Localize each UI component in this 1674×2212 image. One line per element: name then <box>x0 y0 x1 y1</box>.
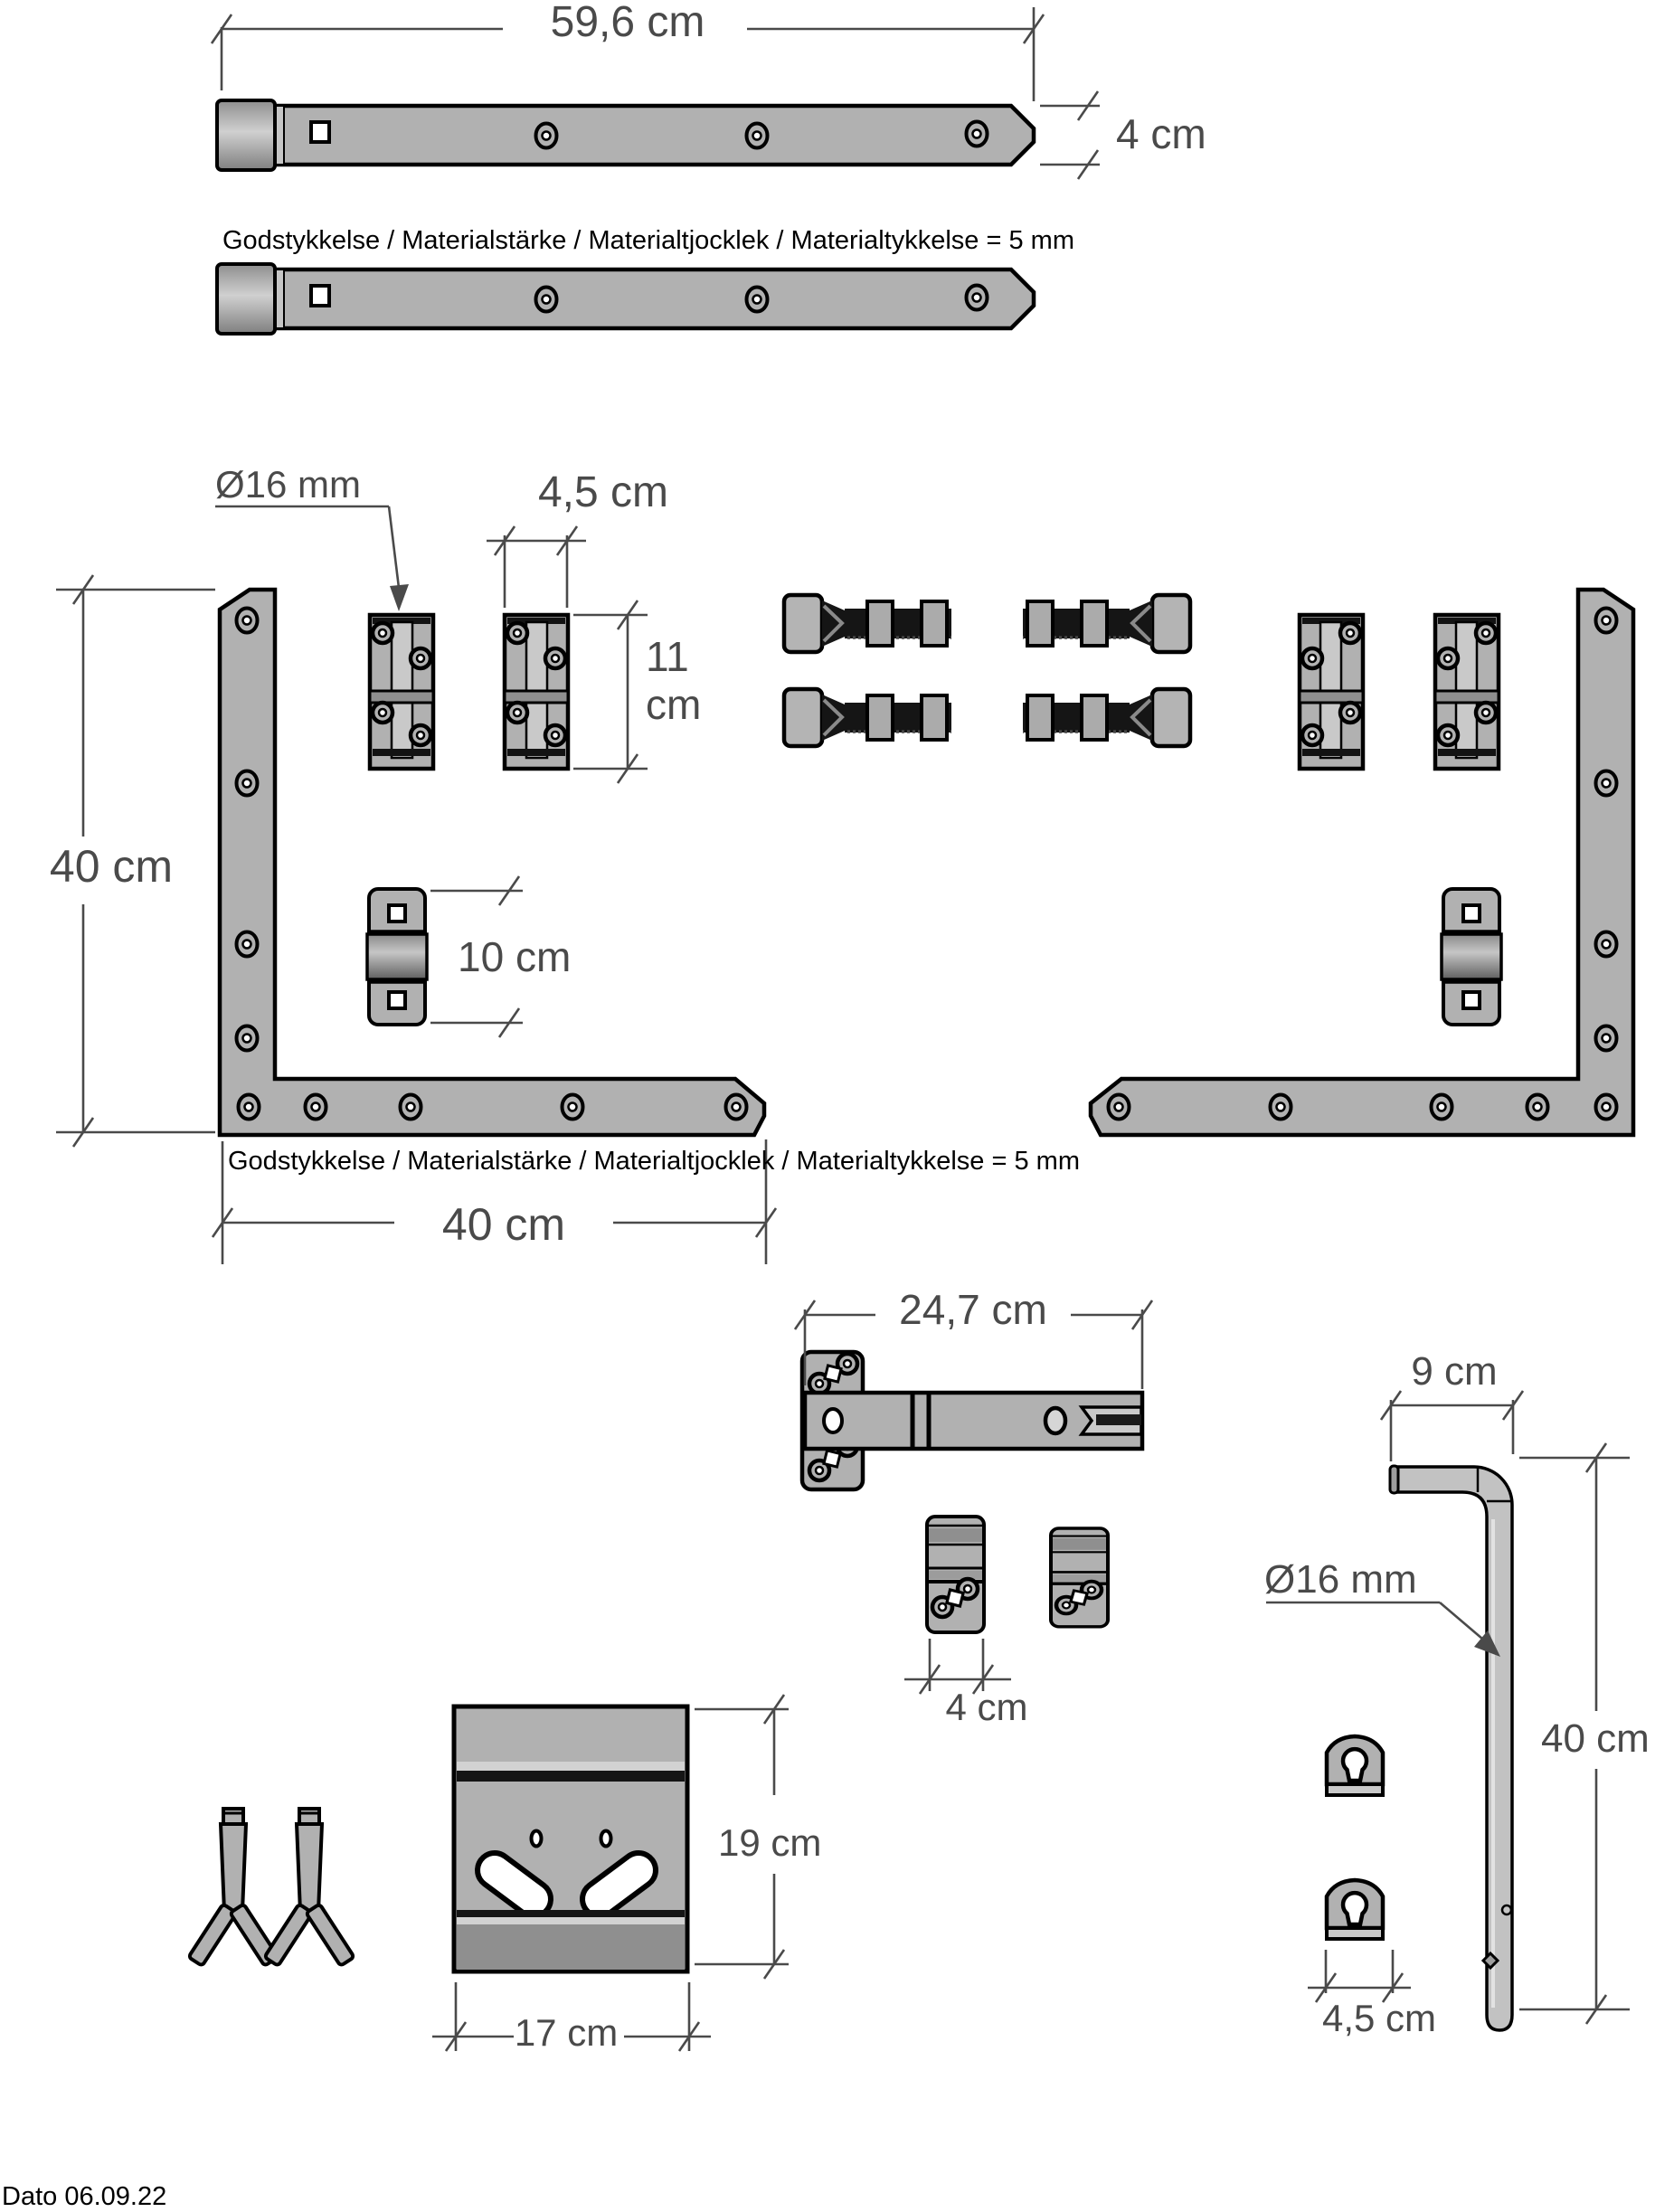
hinge-block-4 <box>1435 615 1499 769</box>
l-bracket-right <box>1088 587 1636 1138</box>
dim-clamp-length-label: 10 cm <box>458 933 572 980</box>
carriage-bolt-2 <box>784 689 951 746</box>
ground-anchor-2 <box>262 1807 356 1968</box>
clamp-plate-left <box>365 887 429 1026</box>
dim-strap-length-label: 59,6 cm <box>550 0 705 46</box>
dim-hinge-width-label: 4,5 cm <box>537 468 669 516</box>
latch-assembly <box>799 1349 1145 1492</box>
strike-plate <box>451 1704 690 1974</box>
dim-plate-width-label: 17 cm <box>514 2011 619 2054</box>
dim-strap-height-lines <box>1040 90 1100 181</box>
hinge-block-2 <box>505 615 568 769</box>
date-label: Dato 06.09.22 <box>2 2182 167 2211</box>
leader-pin-diameter-bottom <box>1266 1601 1500 1657</box>
material-note-2: Godstykkelse / Materialstärke / Material… <box>228 1147 1080 1176</box>
dim-staple-width-lines <box>1308 1950 1411 2004</box>
l-bracket-left <box>217 587 767 1138</box>
dim-hinge-height-label: 11 cm <box>646 633 702 728</box>
leader-pin-diameter-top <box>215 505 409 611</box>
dim-hinge-height-lines <box>573 599 648 785</box>
dim-strap-height-label: 4 cm <box>1116 110 1206 157</box>
hinge-block-1 <box>370 615 433 769</box>
staple-plate-1 <box>1327 1736 1383 1795</box>
dim-pin-length-label: 40 cm <box>1541 1716 1650 1761</box>
dim-keeper-width-lines <box>904 1639 1011 1696</box>
dim-bracket-vertical-lines <box>56 573 215 1149</box>
dim-pin-length-lines <box>1519 1442 1630 2026</box>
dim-bracket-horizontal-label: 40 cm <box>441 1199 566 1250</box>
dim-keeper-width-label: 4 cm <box>945 1686 1028 1728</box>
dim-staple-width-label: 4,5 cm <box>1321 1997 1437 2039</box>
latch-keeper-1 <box>927 1517 984 1632</box>
drop-pin-rod <box>1388 1464 1514 2032</box>
dim-plate-width-lines <box>432 1982 711 2053</box>
pin-diameter-bottom-label: Ø16 mm <box>1264 1557 1417 1602</box>
clamp-plate-right <box>1440 887 1503 1026</box>
dim-bracket-horizontal-lines <box>211 1139 778 1264</box>
carriage-bolt-4 <box>1023 689 1190 746</box>
staple-plate-2 <box>1327 1880 1383 1939</box>
hinge-strap-1 <box>217 100 1034 170</box>
dim-plate-height-lines <box>695 1693 789 1980</box>
dim-pin-arm-label: 9 cm <box>1411 1349 1498 1394</box>
dim-pin-arm-lines <box>1379 1389 1525 1461</box>
dim-strap-length-lines <box>210 7 1045 101</box>
dim-clamp-length-lines <box>430 874 523 1039</box>
dim-latch-length-label: 24,7 cm <box>899 1286 1047 1333</box>
hinge-block-3 <box>1300 615 1363 769</box>
carriage-bolt-1 <box>784 595 951 652</box>
hinge-strap-2 <box>217 264 1034 334</box>
material-note-1: Godstykkelse / Materialstärke / Material… <box>222 226 1074 255</box>
dim-plate-height-label: 19 cm <box>718 1821 822 1864</box>
dim-latch-length-lines <box>793 1299 1154 1389</box>
dim-hinge-width-lines <box>487 525 586 608</box>
pin-diameter-top-label: Ø16 mm <box>215 463 362 506</box>
dim-bracket-vertical-label: 40 cm <box>49 841 174 892</box>
latch-keeper-2 <box>1051 1528 1108 1627</box>
carriage-bolt-3 <box>1023 595 1190 652</box>
ground-anchor-1 <box>186 1807 280 1968</box>
